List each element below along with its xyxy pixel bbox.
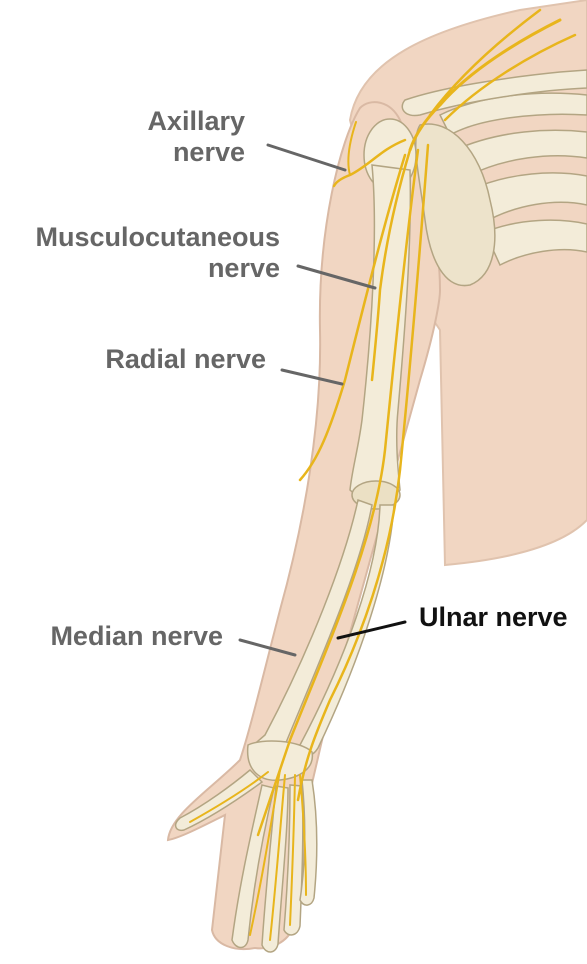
axillary-leader (268, 145, 345, 170)
ulnar-nerve-label: Ulnar nerve (419, 602, 568, 633)
musculocutaneous-nerve-label: Musculocutaneous nerve (35, 222, 280, 284)
median-nerve-label: Median nerve (50, 621, 223, 652)
axillary-nerve-label: Axillary nerve (147, 106, 245, 168)
radial-nerve-label: Radial nerve (105, 344, 266, 375)
